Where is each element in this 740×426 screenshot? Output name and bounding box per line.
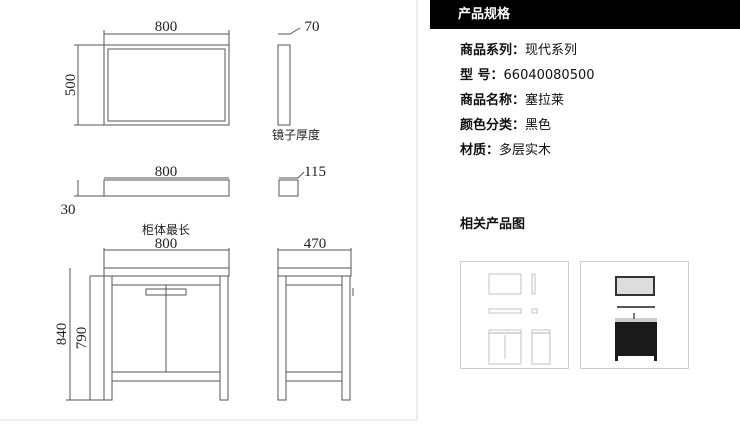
dimension-drawing: 800 500 70 镜子厚度 800 30 115 柜体最长 800 470 … — [0, 0, 418, 421]
spec-value: 多层实木 — [499, 143, 552, 158]
related-title: 相关产品图 — [460, 217, 526, 232]
spec-value: 66040080500 — [503, 68, 595, 83]
drawing-thumbnail-image — [488, 273, 551, 365]
mirror-width-label: 800 — [155, 19, 178, 35]
spec-value: 黑色 — [525, 118, 552, 133]
spec-label: 材质： — [460, 143, 500, 158]
mirror-thickness-label: 镜子厚度 — [272, 127, 320, 142]
cabinet-width-label: 800 — [155, 236, 178, 252]
spec-label: 型 号： — [460, 68, 504, 83]
spec-list: 商品系列：现代系列 型 号：66040080500 商品名称：塞拉莱 颜色分类：… — [460, 38, 595, 163]
spec-label: 商品系列： — [460, 43, 526, 58]
shelf-depth-label: 115 — [304, 164, 326, 180]
spec-value: 现代系列 — [525, 43, 578, 58]
spec-label: 商品名称： — [460, 93, 526, 108]
spec-series: 商品系列：现代系列 — [460, 38, 595, 63]
product-photo-image — [615, 276, 657, 361]
spec-color: 颜色分类：黑色 — [460, 113, 595, 138]
cabinet-body-height-label: 790 — [74, 327, 90, 350]
cabinet-total-height-label: 840 — [54, 323, 70, 346]
thumbnail-drawing[interactable] — [460, 261, 569, 369]
spec-material: 材质：多层实木 — [460, 138, 595, 163]
spec-value: 塞拉莱 — [525, 93, 565, 108]
cabinet-depth-label: 470 — [304, 236, 327, 252]
cabinet-label: 柜体最长 — [142, 223, 190, 237]
spec-name: 商品名称：塞拉莱 — [460, 88, 595, 113]
spec-header: 产品规格 — [430, 0, 740, 29]
shelf-width-label: 800 — [155, 164, 178, 180]
mirror-height-label: 500 — [63, 74, 79, 97]
thumbnail-product-photo[interactable] — [580, 261, 689, 369]
mirror-thickness-value: 70 — [305, 19, 320, 35]
spec-label: 颜色分类： — [460, 118, 526, 133]
shelf-height-label: 30 — [61, 202, 76, 218]
spec-model: 型 号：66040080500 — [460, 63, 595, 88]
